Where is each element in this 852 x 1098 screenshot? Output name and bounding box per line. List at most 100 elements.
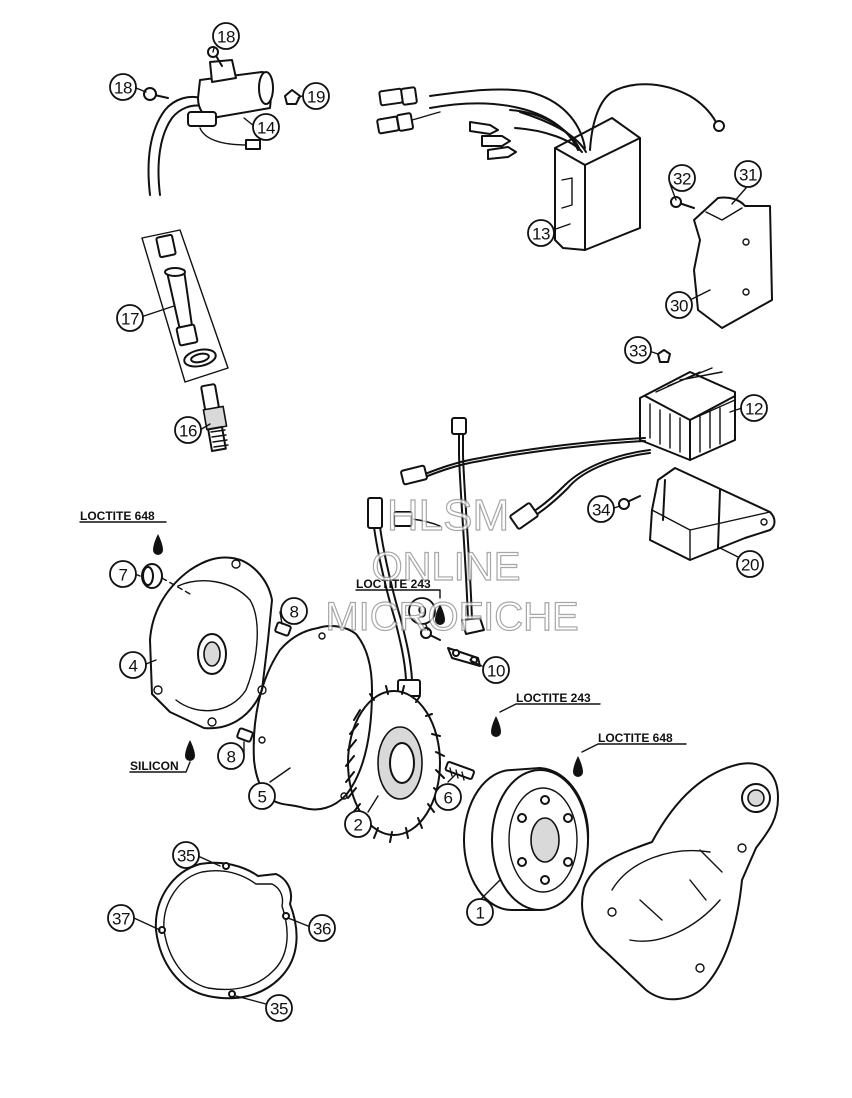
- callout-label: 10: [487, 662, 505, 681]
- callout-label: 33: [629, 342, 647, 361]
- dowel-8-lower: [236, 727, 254, 743]
- gasket-5: [252, 625, 373, 811]
- callout-label: 16: [179, 422, 197, 441]
- loctite-drop-right-243: [491, 716, 501, 737]
- callout-8-upper: 8: [280, 597, 308, 625]
- callout-label: 6: [444, 789, 453, 808]
- callout-17: 17: [116, 304, 144, 332]
- note-loctite-243-mid: LOCTITE 243: [355, 577, 441, 599]
- callout-6: 6: [434, 783, 462, 811]
- ignition-coil: [147, 59, 274, 196]
- cdi-box: [376, 83, 725, 251]
- regulator-wires: [400, 437, 651, 530]
- callout-19: 19: [302, 82, 330, 110]
- screw-34: [618, 495, 641, 510]
- callout-35-bottom: 35: [265, 994, 293, 1022]
- silicon-drop: [185, 740, 195, 761]
- loctite-drop-mid: [435, 604, 445, 625]
- callout-1: 1: [466, 898, 494, 926]
- watermark-line-3: MICROFICHE: [325, 595, 578, 639]
- callout-leaders: [133, 47, 747, 1005]
- note-silicon: SILICON: [129, 759, 191, 773]
- callout-4: 4: [119, 651, 147, 679]
- callout-32: 32: [668, 164, 696, 192]
- callout-10: 10: [482, 656, 510, 684]
- watermark-line-1: HLSM: [387, 491, 509, 540]
- callout-label: 30: [670, 297, 688, 316]
- callout-37: 37: [107, 904, 135, 932]
- screw-6: [444, 761, 475, 781]
- callout-label: 1: [476, 904, 485, 923]
- callout-label: 18: [114, 79, 132, 98]
- nut-19: [284, 89, 301, 105]
- callout-label: 13: [532, 225, 550, 244]
- spark-plug-cap: [141, 229, 229, 383]
- callout-label: 31: [739, 166, 757, 185]
- callout-14: 14: [252, 113, 280, 141]
- note-loctite-243-right: LOCTITE 243: [499, 691, 601, 713]
- callout-34: 34: [587, 495, 615, 523]
- callout-label: 17: [121, 310, 139, 329]
- callout-33: 33: [624, 336, 652, 364]
- callout-18-left: 18: [109, 73, 137, 101]
- watermark: HLSM ONLINE MICROFICHE: [325, 490, 580, 639]
- loctite-drop-right-648: [573, 756, 583, 777]
- callout-label: 12: [745, 400, 763, 419]
- spark-plug: [200, 383, 229, 453]
- loctite-drop-left: [153, 534, 163, 555]
- note-text: LOCTITE 243: [356, 577, 431, 591]
- gasket-generator: [154, 861, 298, 1000]
- note-text: LOCTITE 648: [598, 731, 673, 745]
- callout-31: 31: [734, 160, 762, 188]
- screw-9: [420, 627, 441, 641]
- callout-30: 30: [665, 291, 693, 319]
- callout-label: 32: [673, 170, 691, 189]
- callout-35-top: 35: [172, 841, 200, 869]
- callout-label: 37: [112, 910, 130, 929]
- note-loctite-648-right: LOCTITE 648: [581, 731, 687, 753]
- screw-32: [670, 196, 695, 209]
- voltage-regulator: [639, 367, 736, 461]
- callout-18-top: 18: [212, 22, 240, 50]
- note-loctite-648-left: LOCTITE 648: [79, 509, 167, 523]
- callout-label: 4: [129, 657, 138, 676]
- callout-16: 16: [174, 416, 202, 444]
- callout-5: 5: [248, 782, 276, 810]
- callout-9: 9: [408, 597, 436, 625]
- screw-18-left: [143, 87, 169, 101]
- callout-label: 9: [418, 603, 427, 622]
- callout-8-lower: 8: [217, 742, 245, 770]
- plug-7: [141, 563, 191, 595]
- callout-36: 36: [308, 914, 336, 942]
- callout-label: 8: [227, 748, 236, 767]
- callout-label: 36: [313, 920, 331, 939]
- callout-13: 13: [527, 219, 555, 247]
- callout-20: 20: [736, 550, 764, 578]
- callout-label: 8: [290, 603, 299, 622]
- callout-label: 14: [257, 119, 275, 138]
- callout-12: 12: [740, 394, 768, 422]
- callout-7: 7: [109, 560, 137, 588]
- regulator-bracket: [649, 467, 776, 561]
- callout-label: 34: [592, 501, 610, 520]
- nut-33: [657, 349, 671, 363]
- generator-cover: [581, 762, 779, 1001]
- note-text: LOCTITE 243: [516, 691, 591, 705]
- callout-label: 7: [119, 566, 128, 585]
- note-text: SILICON: [130, 759, 179, 773]
- callout-label: 2: [354, 816, 363, 835]
- callout-label: 35: [177, 847, 195, 866]
- callout-label: 5: [258, 788, 267, 807]
- callout-2: 2: [344, 810, 372, 838]
- callout-label: 20: [741, 556, 759, 575]
- screw-18-top: [207, 46, 223, 67]
- watermark-line-2: ONLINE: [372, 545, 521, 589]
- ignition-cover: [149, 556, 273, 730]
- dowel-8-upper: [274, 621, 292, 637]
- callout-label: 18: [217, 28, 235, 47]
- callout-label: 35: [270, 1000, 288, 1019]
- callout-label: 19: [307, 88, 325, 107]
- note-text: LOCTITE 648: [80, 509, 155, 523]
